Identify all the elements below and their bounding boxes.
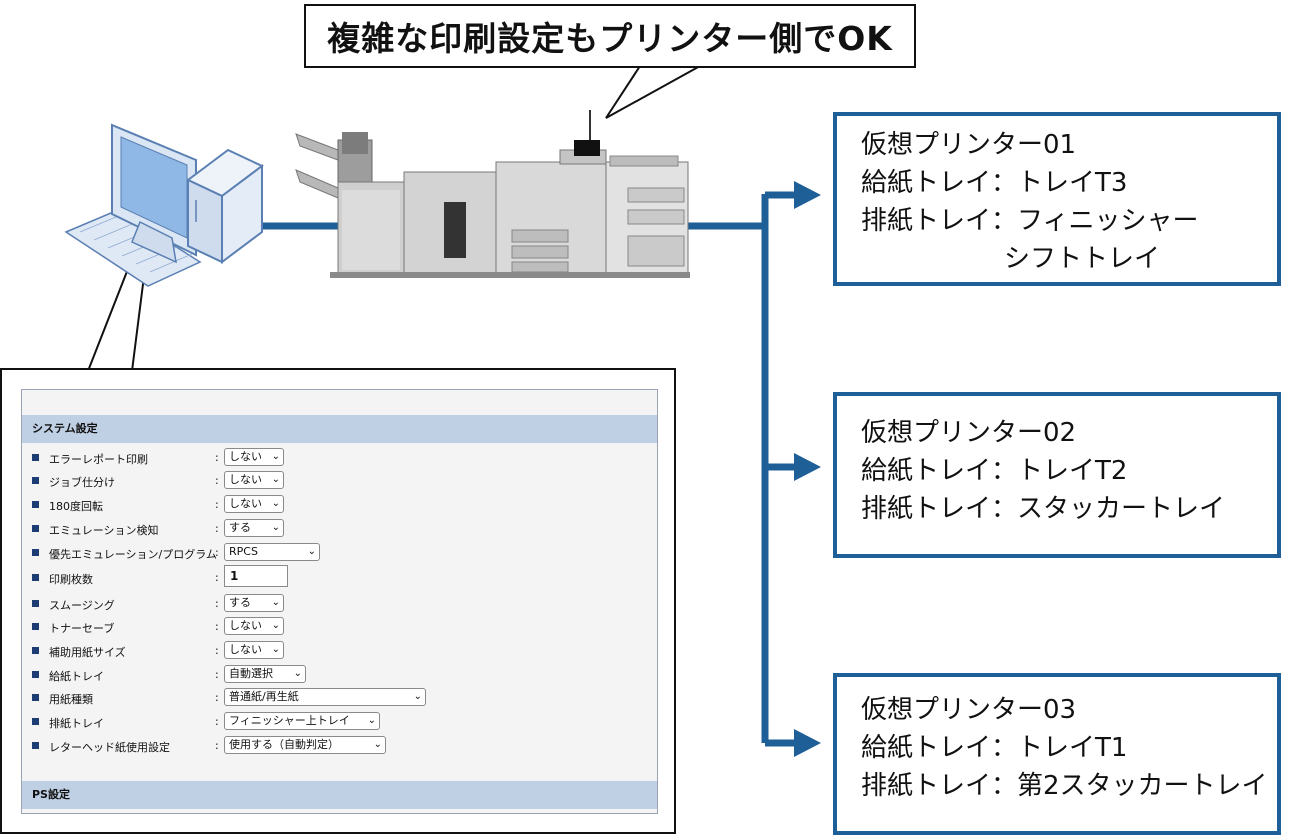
setting-select[interactable]: しない⌄ <box>224 495 284 513</box>
setting-row: レターヘッド紙使用設定 : 使用する（自動判定）⌄ <box>32 736 632 756</box>
chevron-down-icon: ⌄ <box>367 715 376 726</box>
setting-select[interactable]: 普通紙/再生紙⌄ <box>224 688 426 706</box>
virtual-printer-name: 仮想プリンター01 <box>861 130 1077 160</box>
setting-label: スムージング <box>49 599 115 612</box>
bullet-icon <box>32 501 39 508</box>
bullet-icon <box>32 525 39 532</box>
output-tray: 排紙トレイ：スタッカートレイ <box>861 494 1226 524</box>
chevron-down-icon: ⌄ <box>271 522 280 533</box>
section-header-ps: PS設定 <box>22 781 657 809</box>
bullet-icon <box>32 574 39 581</box>
setting-row: 180度回転 : しない⌄ <box>32 495 632 515</box>
setting-label: 優先エミュレーション/プログラム <box>49 548 217 561</box>
setting-row: 給紙トレイ : 自動選択⌄ <box>32 665 632 685</box>
input-tray: 給紙トレイ：トレイT2 <box>861 456 1128 486</box>
setting-row: エミュレーション検知 : する⌄ <box>32 519 632 539</box>
print-count-input[interactable]: 1 <box>224 565 288 587</box>
bullet-icon <box>32 549 39 556</box>
setting-row: ジョブ仕分け : しない⌄ <box>32 471 632 491</box>
callout-text: 複雑な印刷設定もプリンター側でOK <box>327 19 893 58</box>
setting-select[interactable]: RPCS⌄ <box>224 543 320 561</box>
feature-callout: 複雑な印刷設定もプリンター側でOK <box>304 4 916 68</box>
chevron-down-icon: ⌄ <box>271 498 280 509</box>
setting-select[interactable]: する⌄ <box>224 519 284 537</box>
settings-panel-callout: システム設定 エラーレポート印刷 : しない⌄ ジョブ仕分け : しない⌄ 18… <box>0 368 676 834</box>
connector-arrowheads <box>794 181 821 757</box>
virtual-printer-name: 仮想プリンター02 <box>861 418 1077 448</box>
setting-select[interactable]: しない⌄ <box>224 617 284 635</box>
setting-row: トナーセーブ : しない⌄ <box>32 617 632 637</box>
printer-icon <box>295 110 690 278</box>
chevron-down-icon: ⌄ <box>293 668 302 679</box>
output-tray-continued: シフトトレイ <box>1004 244 1161 274</box>
bullet-icon <box>32 647 39 654</box>
setting-row: スムージング : する⌄ <box>32 594 632 614</box>
setting-select[interactable]: しない⌄ <box>224 471 284 489</box>
setting-label: 印刷枚数 <box>49 573 93 586</box>
chevron-down-icon: ⌄ <box>373 739 382 750</box>
chevron-down-icon: ⌄ <box>271 597 280 608</box>
bullet-icon <box>32 742 39 749</box>
bullet-icon <box>32 694 39 701</box>
setting-label: 給紙トレイ <box>49 670 104 683</box>
chevron-down-icon: ⌄ <box>271 474 280 485</box>
input-tray: 給紙トレイ：トレイT3 <box>861 168 1128 198</box>
setting-select[interactable]: しない⌄ <box>224 641 284 659</box>
bullet-icon <box>32 600 39 607</box>
setting-row: 補助用紙サイズ : しない⌄ <box>32 641 632 661</box>
setting-label: 補助用紙サイズ <box>49 646 126 659</box>
chevron-down-icon: ⌄ <box>271 620 280 631</box>
setting-label: エミュレーション検知 <box>49 524 159 537</box>
bullet-icon <box>32 477 39 484</box>
bullet-icon <box>32 718 39 725</box>
setting-label: 180度回転 <box>49 500 103 513</box>
setting-label: レターヘッド紙使用設定 <box>49 741 170 754</box>
setting-select[interactable]: 自動選択⌄ <box>224 665 306 683</box>
bullet-icon <box>32 623 39 630</box>
setting-label: 排紙トレイ <box>49 717 104 730</box>
virtual-printer-03-box: 仮想プリンター03 給紙トレイ：トレイT1 排紙トレイ：第2スタッカートレイ <box>833 673 1281 835</box>
setting-row: エラーレポート印刷 : しない⌄ <box>32 448 632 468</box>
output-tray: 排紙トレイ：フィニッシャー <box>861 206 1199 236</box>
chevron-down-icon: ⌄ <box>413 691 422 702</box>
network-connectors <box>256 191 800 747</box>
setting-label: ジョブ仕分け <box>49 476 115 489</box>
setting-label: トナーセーブ <box>49 622 115 635</box>
setting-row: 優先エミュレーション/プログラム : RPCS⌄ <box>32 543 632 563</box>
setting-row: 印刷枚数 : 1 <box>32 565 632 588</box>
computer-icon <box>64 123 264 287</box>
chevron-down-icon: ⌄ <box>307 546 316 557</box>
setting-select[interactable]: フィニッシャー上トレイ⌄ <box>224 712 380 730</box>
bullet-icon <box>32 671 39 678</box>
setting-select[interactable]: しない⌄ <box>224 448 284 466</box>
input-tray: 給紙トレイ：トレイT1 <box>861 733 1128 763</box>
callout-tail <box>605 64 701 119</box>
bullet-icon <box>32 454 39 461</box>
chevron-down-icon: ⌄ <box>271 644 280 655</box>
settings-form: システム設定 エラーレポート印刷 : しない⌄ ジョブ仕分け : しない⌄ 18… <box>21 389 658 814</box>
setting-select[interactable]: 使用する（自動判定）⌄ <box>224 736 386 754</box>
setting-row: 排紙トレイ : フィニッシャー上トレイ⌄ <box>32 712 632 732</box>
virtual-printer-01-box: 仮想プリンター01 給紙トレイ：トレイT3 排紙トレイ：フィニッシャー シフトト… <box>833 112 1281 286</box>
virtual-printer-02-box: 仮想プリンター02 給紙トレイ：トレイT2 排紙トレイ：スタッカートレイ <box>833 392 1281 558</box>
output-tray: 排紙トレイ：第2スタッカートレイ <box>861 771 1268 801</box>
setting-label: エラーレポート印刷 <box>49 453 148 466</box>
setting-select[interactable]: する⌄ <box>224 594 284 612</box>
virtual-printer-name: 仮想プリンター03 <box>861 695 1077 725</box>
chevron-down-icon: ⌄ <box>271 451 280 462</box>
setting-row: 用紙種類 : 普通紙/再生紙⌄ <box>32 688 632 708</box>
setting-label: 用紙種類 <box>49 693 93 706</box>
section-header-system: システム設定 <box>22 415 657 443</box>
